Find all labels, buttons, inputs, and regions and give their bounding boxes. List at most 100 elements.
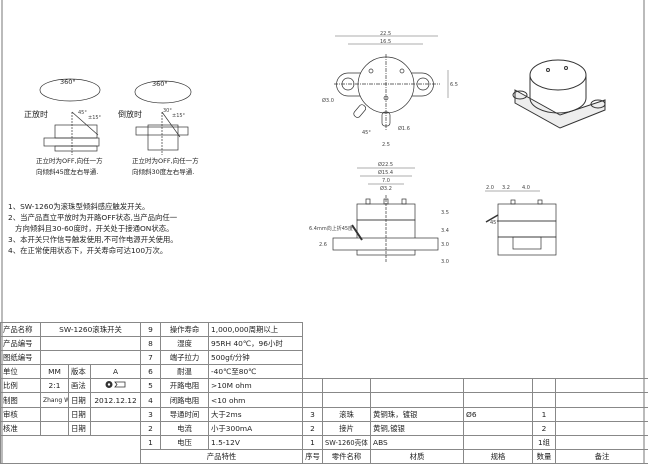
note-line: 4、在正常使用状态下，开关寿命可达100万次。 [8,246,168,255]
spec-value: 500gf/分钟 [208,350,304,366]
part-no: 1 [302,434,324,450]
spec-no: 9 [140,321,162,338]
dim-d2: 3.2 [502,185,510,191]
dim-pin-width: 2.5 [382,142,390,148]
blank-area [302,322,648,380]
unit: MM [40,364,69,380]
dim-d1: 2.0 [486,185,494,191]
rotation-arrow-icon [39,78,101,102]
part-name: 接片 [322,420,372,436]
note-line: 1、SW-1260为滚珠型倾斜感应触发开关。 [8,202,150,211]
dim-hole-spacing: 16.5 [380,39,391,45]
blank-area [0,434,142,464]
rotation-label: 360° [60,78,76,86]
label: 产品名称 [0,321,41,338]
table-row: 产品编号 8 湿度 95RH 40℃，96小时 [0,336,648,352]
dim-flange: 2.6 [319,242,327,248]
spec-no: 2 [140,420,162,436]
product-name: SW-1260滚珠开关 [39,321,142,338]
spec-value: <10 ohm [208,392,304,408]
table-row: 审核 日期 3 导通时间 大于2ms 3 滚珠 黄铜珠，镀银 Ø6 1 [0,406,648,422]
dim-ear-height: 6.5 [450,82,458,88]
label: 画法 [68,378,91,394]
spec-name: 导通时间 [160,406,210,422]
upright-view: 360° 正放时 45° ±15° 正立时为OFF,向任一方 向倾斜45度左右导… [24,78,103,176]
spec-value: -40℃至80℃ [208,364,304,380]
bend-note: 6.4mm向上折45度 [309,225,353,232]
spec-no: 6 [140,364,162,380]
label: 核准 [0,420,41,436]
spec-name: 耐温 [160,364,210,380]
table-row: 单位 MM 版本 A 6 耐温 -40℃至80℃ [0,364,648,380]
column-header: 规格 [463,448,534,464]
caption-line: 向倾斜45度左右导通. [36,167,98,176]
table-row: 产品名称 SW-1260滚珠开关 9 操作寿命 1,000,000周期以上 [0,321,648,380]
table-row: 图纸编号 7 端子拉力 500gf/分钟 [0,350,648,366]
scale: 2:1 [40,378,69,394]
angle-label: 45° [78,110,87,116]
label: 单位 [0,364,41,380]
dim-ear-hole: Ø3.0 [322,97,334,104]
column-header: 材质 [370,448,465,464]
table-row: 比例 2:1 画法 5 开路电阻 >10M ohm [0,378,648,394]
front-view: Ø22.5 Ø15.4 7.0 Ø3.2 3.5 3.4 3.0 3.0 2.6… [309,161,449,265]
note-line: 2、当产品直立平放时为开路OFF状态,当产品向任一 [8,213,178,222]
dim-pin-hole: Ø1.6 [398,125,410,132]
part-material: 黄铜珠，镀银 [370,406,465,422]
label: 日期 [68,392,91,408]
title-block: 产品名称 SW-1260滚珠开关 9 操作寿命 1,000,000周期以上 产品… [0,321,648,464]
side-view: 2.0 3.2 4.0 45° [485,185,557,256]
version: A [89,364,142,380]
label: 比例 [0,378,41,394]
spec-no: 5 [140,378,162,394]
dim-pin-spacing: 7.0 [382,178,390,184]
drawn-by: Zhang Wenhao [40,392,69,408]
column-header: 序号 [302,448,324,464]
characteristics-header: 产品特性 [140,448,304,464]
top-view: 22.5 16.5 6.5 Ø3.0 Ø1.6 45° 2.5 [322,31,458,148]
part-no: 2 [302,420,324,436]
column-header: 数量 [532,448,557,464]
drawing-views: 360° 正放时 45° ±15° 正立时为OFF,向任一方 向倾斜45度左右导… [24,31,606,265]
table-row: 1 电压 1.5-12V 1 SW-1260壳体 ABS 1组 [0,434,648,464]
part-no: 3 [302,406,324,422]
spec-name: 闭路电阻 [160,392,210,408]
spec-no: 4 [140,392,162,408]
view-title: 正放时 [24,109,48,119]
dim-overall: 22.5 [380,31,391,37]
caption-line: 正立时为OFF,向任一方 [132,156,199,165]
isometric-view [512,59,606,129]
spec-no: 1 [140,434,162,450]
spec-value: 95RH 40℃，96小时 [208,336,304,352]
note-line: 3、本开关只作信号触发使用,不可作电源开关使用。 [8,235,178,244]
part-spec [463,420,534,436]
label: 版本 [68,364,91,380]
column-header: 零件名称 [322,448,372,464]
note-line: 方向倾斜且30-60度时，开关处于接通ON状态。 [8,224,174,233]
table-row: 核准 日期 2 电流 小于300mA 2 接片 黄铜,镀银 2 [0,420,648,436]
tolerance-label: ±15° [88,115,102,121]
label: 日期 [68,406,91,422]
spec-no: 3 [140,406,162,422]
dim-ball: Ø3.2 [380,185,392,192]
part-spec [463,434,534,450]
part-qty: 1组 [532,434,557,450]
spec-name: 开路电阻 [160,378,210,394]
spec-name: 端子拉力 [160,350,210,366]
dim-h3: 3.0 [441,242,449,248]
spec-value: 大于2ms [208,406,304,422]
label: 图纸编号 [0,350,41,366]
angle-label: 30° [163,108,172,114]
dim-d3: 4.0 [522,185,530,191]
spec-name: 电压 [160,434,210,450]
dim-angle: 45° [490,220,499,226]
label: 产品编号 [0,336,41,352]
spec-no: 7 [140,350,162,366]
rotation-label: 360° [152,80,168,88]
label: 审核 [0,406,41,422]
product-no [39,336,142,352]
column-header: 备注 [555,448,648,464]
rotation-arrow-icon [134,80,192,104]
label: 日期 [68,420,91,436]
